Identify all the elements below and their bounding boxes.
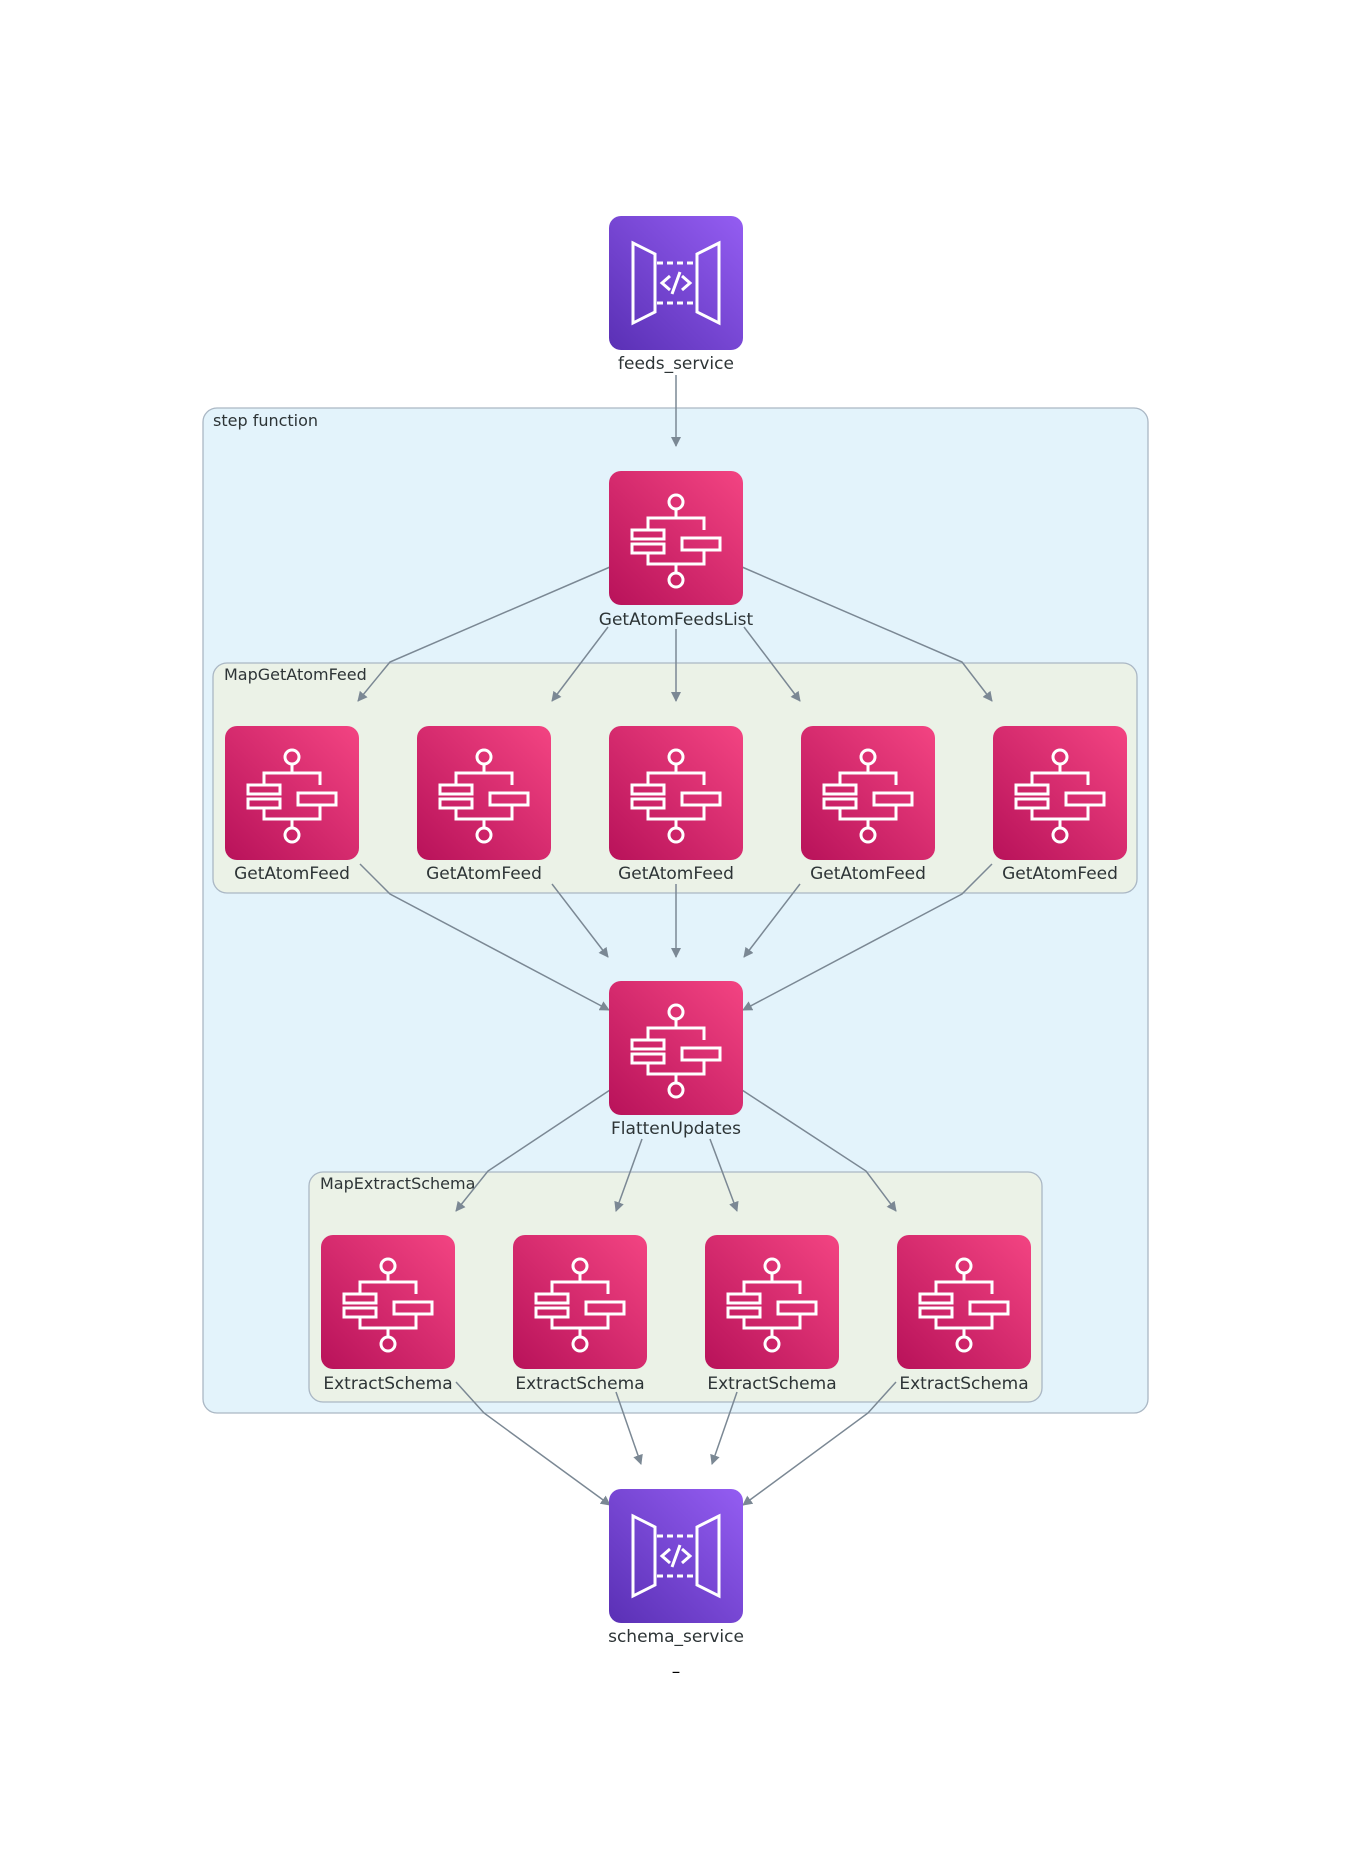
node-label: GetAtomFeed [1002, 864, 1118, 884]
step-functions-icon [321, 1235, 455, 1369]
edge-feed-5-to-flatten [742, 863, 993, 1011]
step-functions-icon [417, 726, 551, 860]
node-get-atom-feed-3: GetAtomFeed [609, 726, 743, 884]
node-label: GetAtomFeed [234, 864, 350, 884]
step-functions-icon [609, 726, 743, 860]
node-label: GetAtomFeed [426, 864, 542, 884]
node-get-atom-feed-2: GetAtomFeed [417, 726, 551, 884]
step-functions-icon [897, 1235, 1031, 1369]
node-label: FlattenUpdates [611, 1119, 741, 1139]
node-extract-schema-2: ExtractSchema [513, 1235, 647, 1394]
cluster-map-extract-schema-label: MapExtractSchema [320, 1174, 475, 1193]
edge-feed-2-to-flatten [551, 883, 609, 958]
node-feeds-service: feeds_service [609, 216, 743, 374]
edge-feed-1-to-flatten [359, 863, 610, 1011]
node-get-atom-feeds-list: GetAtomFeedsList [599, 471, 754, 630]
node-get-atom-feed-5: GetAtomFeed [993, 726, 1127, 884]
api-gateway-icon [609, 1489, 743, 1623]
node-schema-service: schema_service [608, 1489, 744, 1647]
step-functions-icon [609, 471, 743, 605]
edge-schema-2-to-service [615, 1391, 643, 1465]
edge-list-to-feed-1 [357, 566, 611, 702]
node-get-atom-feed-1: GetAtomFeed [225, 726, 359, 884]
node-flatten-updates: FlattenUpdates [609, 981, 743, 1139]
edge-feed-4-to-flatten [743, 883, 801, 958]
node-label: ExtractSchema [515, 1374, 644, 1394]
node-label: GetAtomFeedsList [599, 610, 754, 630]
node-label: GetAtomFeed [810, 864, 926, 884]
edge-flatten-to-schema-1 [455, 1089, 611, 1212]
step-functions-icon [609, 981, 743, 1115]
node-label: schema_service [608, 1627, 744, 1647]
step-functions-icon [993, 726, 1127, 860]
cluster-step-function-label: step function [213, 411, 318, 430]
node-label: ExtractSchema [899, 1374, 1028, 1394]
edges [357, 375, 993, 1506]
node-label: feeds_service [618, 354, 734, 374]
node-label: GetAtomFeed [618, 864, 734, 884]
api-gateway-icon [609, 216, 743, 350]
node-extract-schema-1: ExtractSchema [321, 1235, 455, 1394]
edge-list-to-feed-4 [743, 626, 801, 702]
diagram-footer: – [672, 1662, 681, 1682]
edge-schema-3-to-service [710, 1391, 738, 1465]
node-extract-schema-3: ExtractSchema [705, 1235, 839, 1394]
step-functions-icon [225, 726, 359, 860]
edge-flatten-to-schema-2 [614, 1138, 643, 1212]
edge-flatten-to-schema-3 [709, 1138, 739, 1212]
step-functions-icon [513, 1235, 647, 1369]
cluster-map-extract-schema: MapExtractSchema [308, 1171, 1043, 1403]
edge-flatten-to-schema-4 [741, 1089, 897, 1212]
node-extract-schema-4: ExtractSchema [897, 1235, 1031, 1394]
edge-schema-1-to-service [455, 1381, 611, 1506]
node-get-atom-feed-4: GetAtomFeed [801, 726, 935, 884]
edge-list-to-feed-2 [551, 626, 609, 702]
step-functions-icon [801, 726, 935, 860]
node-label: ExtractSchema [707, 1374, 836, 1394]
node-label: ExtractSchema [323, 1374, 452, 1394]
step-functions-icon [705, 1235, 839, 1369]
cluster-map-get-atom-feed-label: MapGetAtomFeed [224, 665, 367, 684]
edge-list-to-feed-5 [741, 566, 993, 702]
edge-schema-4-to-service [742, 1381, 897, 1506]
